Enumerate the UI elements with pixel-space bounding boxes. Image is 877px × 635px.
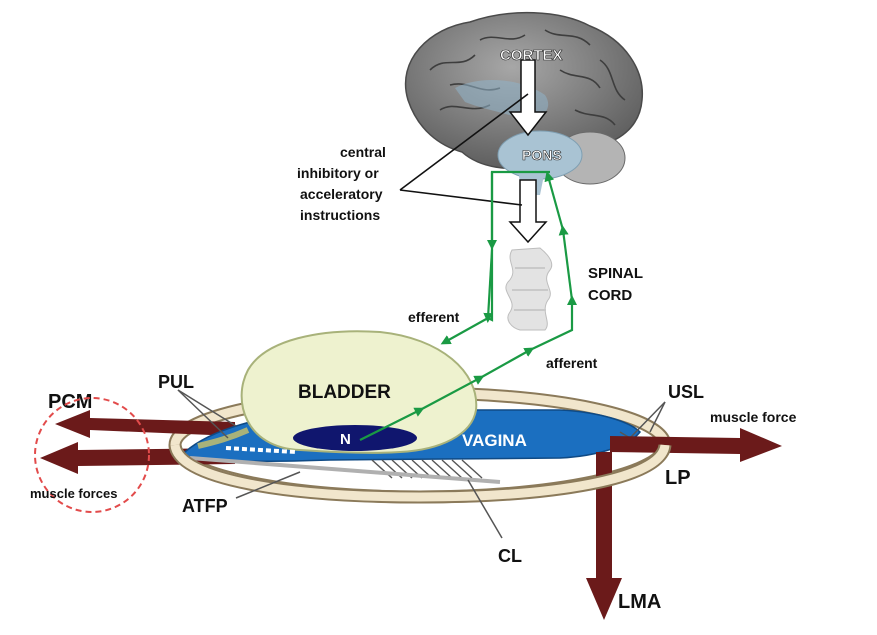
afferent-label: afferent (546, 355, 598, 371)
central-label-2: inhibitory or (297, 165, 379, 181)
muscle-forces-circle (34, 397, 150, 513)
muscle-force-label: muscle force (710, 409, 797, 425)
atfp-line (189, 456, 501, 484)
pul-ligament (177, 389, 237, 439)
cortex-label: CORTEX (500, 47, 563, 64)
efferent-label: efferent (408, 309, 460, 325)
n-label: N (340, 431, 351, 448)
urethra-dots (225, 446, 297, 454)
descending-control-arrows (508, 59, 548, 244)
pul-label: PUL (158, 372, 194, 392)
pons-label: PONS (522, 147, 562, 163)
pelvic-ring-front-inner (170, 443, 670, 502)
atfp-label: ATFP (182, 496, 228, 516)
central-pointer-lines (399, 93, 529, 206)
vagina-label: VAGINA (462, 431, 527, 450)
central-label-4: instructions (300, 207, 380, 223)
efferent-pathway (440, 170, 550, 345)
lp-label: LP (665, 467, 691, 489)
pons-cord-arrow (508, 179, 548, 244)
central-label-1: central (340, 144, 386, 160)
spinal-label-1: SPINAL (588, 265, 643, 282)
bladder-label: BLADDER (298, 382, 391, 403)
central-label-3: acceleratory (300, 186, 383, 202)
cortex-pons-arrow (508, 59, 548, 137)
urethra (197, 427, 250, 449)
atfp-pointer (235, 471, 301, 499)
usl-label: USL (668, 382, 704, 402)
cl-label: CL (498, 546, 522, 566)
lp-muscle-arrow (610, 428, 782, 462)
lma-label: LMA (618, 591, 661, 613)
spinal-cord (505, 247, 553, 331)
lma-muscle-arrow (586, 452, 622, 620)
nucleus-n (293, 425, 417, 451)
cl-pointer (467, 479, 503, 539)
muscle-forces-label: muscle forces (30, 486, 117, 501)
spinal-label-2: CORD (588, 287, 632, 304)
pcm-upper-arrow (55, 410, 235, 438)
bladder-shape (240, 330, 478, 454)
afferent-pathway (359, 171, 577, 441)
